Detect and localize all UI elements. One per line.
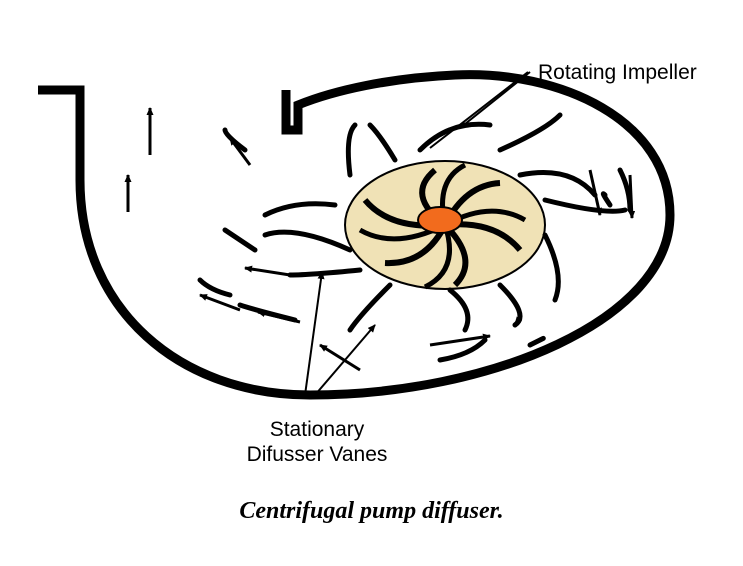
stationary-label-line2: Difusser Vanes [246,443,388,466]
impeller-hub [417,206,463,234]
stationary-label-line1: Stationary [269,418,365,441]
leader-lines [304,71,531,396]
volute-casing [38,70,675,400]
stationary-vanes-label: Stationary Difusser Vanes [232,417,402,467]
rotating-impeller-label: Rotating Impeller [538,61,697,84]
rotating-impeller [344,160,546,290]
figure-caption: Centrifugal pump diffuser. [239,498,504,524]
flow-arrows [124,107,636,372]
